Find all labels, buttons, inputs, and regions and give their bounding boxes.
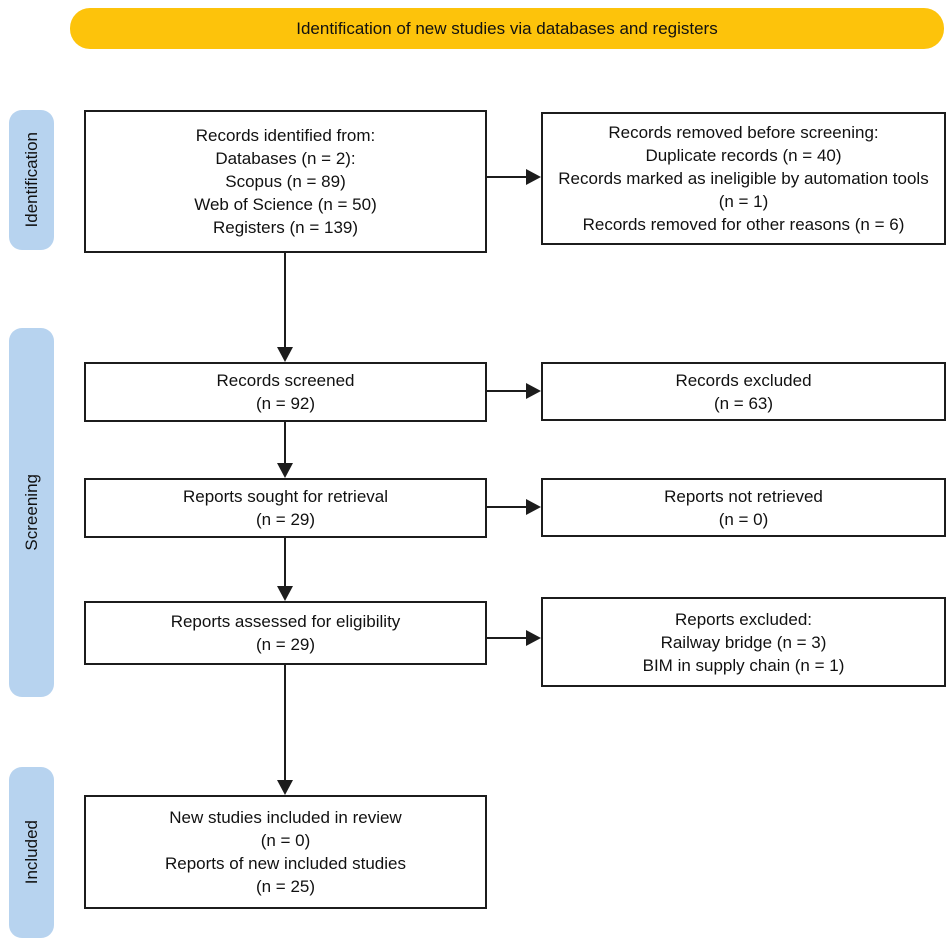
box-reports-sought: Reports sought for retrieval (n = 29)	[84, 478, 487, 538]
box-text-line: BIM in supply chain (n = 1)	[642, 655, 845, 675]
arrow-line-assessed-to-included	[284, 665, 286, 781]
arrow-line-sought-to-not-retrieved	[487, 506, 527, 508]
arrow-line-identified-to-screened	[284, 253, 286, 349]
box-text-line: Records marked as ineligible by automati…	[558, 169, 929, 211]
box-text-line: Records removed for other reasons (n = 6…	[582, 215, 905, 234]
box-text-line: (n = 92)	[255, 394, 316, 413]
box-text-line: (n = 25)	[255, 877, 316, 896]
box-text-line: (n = 0)	[718, 509, 769, 529]
box-text-line: (n = 63)	[713, 393, 774, 413]
box-text-line: Scopus (n = 89)	[225, 172, 346, 191]
box-text-line: (n = 29)	[255, 635, 316, 654]
stage-bar-included: Included	[9, 767, 54, 938]
box-text-line: Web of Science (n = 50)	[194, 195, 377, 214]
box-text-line: Reports of new included studies	[165, 854, 406, 873]
box-text-line: Reports not retrieved	[664, 486, 823, 506]
box-reports-assessed: Reports assessed for eligibility (n = 29)	[84, 601, 487, 665]
box-text-line: Records excluded	[675, 370, 812, 390]
arrow-head-screened-to-sought	[277, 463, 293, 478]
box-text-line: Registers (n = 139)	[212, 218, 359, 237]
arrow-head-screened-to-excluded	[526, 383, 541, 399]
title-banner-label: Identification of new studies via databa…	[296, 18, 718, 38]
arrow-line-screened-to-sought	[284, 422, 286, 465]
box-text-line: Records screened	[216, 371, 355, 390]
stage-bar-identification: Identification	[9, 110, 54, 250]
arrow-head-sought-to-not-retrieved	[526, 499, 541, 515]
box-text-line: Railway bridge (n = 3)	[660, 632, 827, 652]
stage-label-screening: Screening	[21, 474, 41, 551]
box-text-line: Reports assessed for eligibility	[170, 612, 401, 631]
box-text-line: Databases (n = 2):	[215, 149, 356, 168]
arrow-line-assessed-to-excluded	[487, 637, 527, 639]
stage-label-identification: Identification	[21, 132, 41, 228]
box-included-studies: New studies included in review (n = 0) Rep…	[84, 795, 487, 909]
stage-label-included: Included	[21, 820, 41, 885]
box-text-line: (n = 29)	[255, 510, 316, 529]
arrow-head-identified-to-screened	[277, 347, 293, 362]
box-text-line: (n = 0)	[260, 831, 311, 850]
box-text-line: Reports excluded:	[674, 609, 813, 629]
arrow-head-sought-to-assessed	[277, 586, 293, 601]
box-reports-excluded: Reports excluded: Railway bridge (n = 3) B…	[541, 597, 946, 687]
arrow-head-assessed-to-included	[277, 780, 293, 795]
arrow-line-screened-to-excluded	[487, 390, 527, 392]
title-banner: Identification of new studies via databa…	[70, 8, 944, 49]
box-text-line: Duplicate records (n = 40)	[645, 146, 842, 165]
arrow-head-assessed-to-excluded	[526, 630, 541, 646]
arrow-line-sought-to-assessed	[284, 538, 286, 588]
arrow-line-identified-to-removed	[487, 176, 527, 178]
arrow-head-identified-to-removed	[526, 169, 541, 185]
box-text-line: Reports sought for retrieval	[182, 487, 389, 506]
box-records-removed: Records removed before screening: Duplica…	[541, 112, 946, 245]
box-records-identified: Records identified from: Databases (n = 2…	[84, 110, 487, 253]
box-text-line: New studies included in review	[169, 808, 402, 827]
box-text-line: Records identified from:	[195, 126, 376, 145]
box-records-excluded: Records excluded (n = 63)	[541, 362, 946, 421]
box-records-screened: Records screened (n = 92)	[84, 362, 487, 422]
box-reports-not-retrieved: Reports not retrieved (n = 0)	[541, 478, 946, 537]
stage-bar-screening: Screening	[9, 328, 54, 697]
box-text-line: Records removed before screening:	[608, 123, 879, 142]
